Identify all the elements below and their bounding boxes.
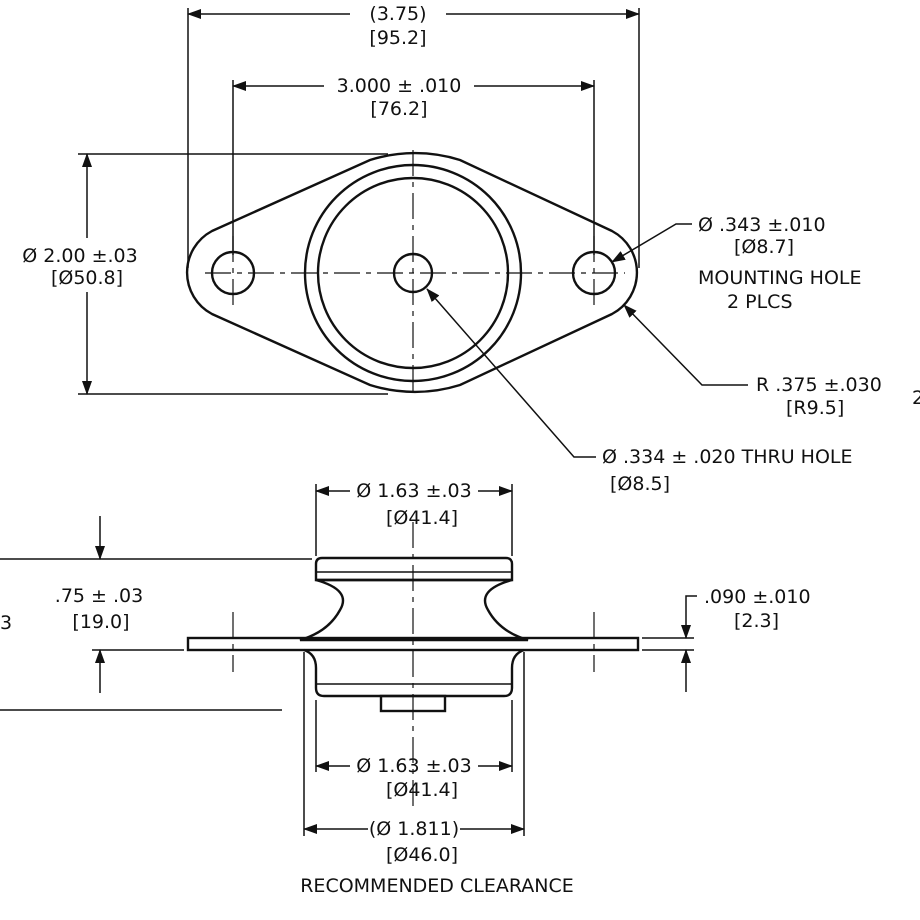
- clearance-note: RECOMMENDED CLEARANCE: [300, 875, 574, 897]
- overall-width-label: (3.75): [369, 3, 426, 25]
- mounting-hole-leader: [611, 223, 692, 263]
- flange-radius-label: R .375 ±.030: [756, 374, 882, 396]
- flange-plate: [186, 636, 640, 652]
- rubber-waist: [299, 578, 529, 642]
- top-view: (3.75) [95.2] 3.000 ± .010 [76.2] Ø 2.00…: [22, 3, 920, 495]
- top-diameter-label: Ø 1.63 ±.03: [356, 480, 471, 502]
- height-label: Ø 2.00 ±.03: [22, 245, 137, 267]
- overall-width-mm-label: [95.2]: [369, 27, 426, 49]
- side-view: Ø 1.63 ±.03 [Ø41.4] .75 ± .03 [19.0] 3 .…: [0, 480, 811, 897]
- hole-spacing-mm-label: [76.2]: [370, 98, 427, 120]
- side-height-mm-label: [19.0]: [72, 611, 129, 633]
- side-height-label: .75 ± .03: [55, 585, 143, 607]
- clearance-mm-label: [Ø46.0]: [386, 844, 458, 866]
- bottom-diameter-label: Ø 1.63 ±.03: [356, 755, 471, 777]
- flange-radius-mm-label: [R9.5]: [786, 397, 844, 419]
- lower-boss: [303, 648, 525, 698]
- right-edge-fragment: 2: [912, 387, 920, 409]
- flange-outline: [185, 151, 639, 394]
- center-hole-label: Ø .334 ± .020 THRU HOLE: [602, 446, 853, 468]
- bottom-diameter-mm-label: [Ø41.4]: [386, 779, 458, 801]
- flange-thickness-arrow-top: [681, 595, 697, 639]
- clearance-label: (Ø 1.811): [369, 818, 459, 840]
- flange-thickness-mm-label: [2.3]: [734, 610, 779, 632]
- center-hole-leader: [426, 288, 596, 458]
- flange-thickness-label: .090 ±.010: [704, 586, 811, 608]
- top-cap: [314, 556, 514, 582]
- mounting-hole-note-1: MOUNTING HOLE: [698, 267, 862, 289]
- left-edge-fragment: 3: [0, 612, 12, 634]
- flange-radius-leader: [623, 304, 748, 386]
- mounting-hole-label: Ø .343 ±.010: [698, 214, 826, 236]
- center-hole-mm-label: [Ø8.5]: [610, 473, 670, 495]
- mounting-hole-note-2: 2 PLCS: [727, 291, 793, 313]
- top-diameter-mm-label: [Ø41.4]: [386, 507, 458, 529]
- mounting-hole-mm-label: [Ø8.7]: [734, 236, 794, 258]
- height-mm-label: [Ø50.8]: [51, 267, 123, 289]
- hole-spacing-label: 3.000 ± .010: [337, 75, 462, 97]
